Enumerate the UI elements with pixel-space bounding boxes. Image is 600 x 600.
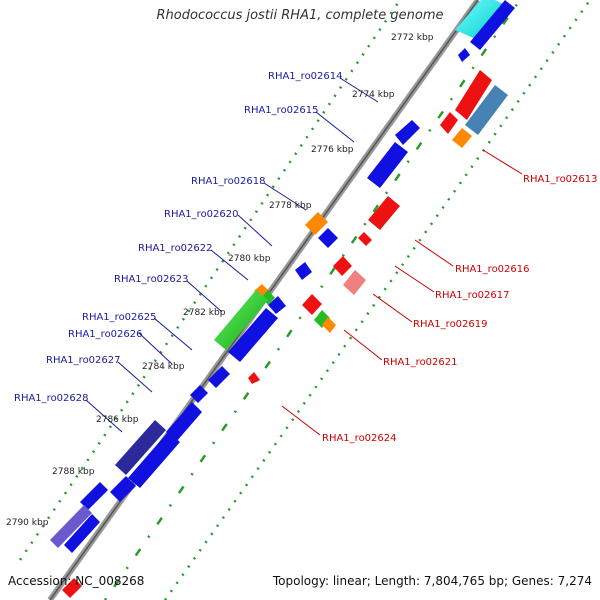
gene-blue-12 bbox=[128, 432, 180, 488]
gene-label-ro02613[interactable]: RHA1_ro02613 bbox=[523, 174, 598, 185]
leader-ro02621 bbox=[343, 329, 383, 361]
leader-ro02616 bbox=[414, 239, 454, 267]
bottom-strand-genes bbox=[62, 70, 508, 598]
ruler-label: 2774 kbp bbox=[352, 90, 395, 100]
leader-ro02617 bbox=[394, 265, 435, 293]
gene-blue-10 bbox=[190, 385, 208, 403]
gene-blue-8 bbox=[228, 308, 278, 362]
gene-steelblue bbox=[465, 85, 508, 135]
gene-green-large bbox=[214, 290, 268, 350]
leader-ro02620 bbox=[237, 214, 273, 247]
gene-blue-6 bbox=[295, 262, 312, 280]
gene-blue-7 bbox=[268, 296, 286, 314]
top-gene-labels: RHA1_ro02614 RHA1_ro02615 RHA1_ro02618 R… bbox=[14, 71, 343, 404]
gene-label-ro02617[interactable]: RHA1_ro02617 bbox=[435, 290, 510, 301]
gene-red-8 bbox=[62, 578, 82, 598]
gene-red-4 bbox=[358, 232, 372, 246]
label-leader-lines bbox=[85, 77, 523, 436]
ruler-label: 2780 kbp bbox=[228, 254, 271, 264]
leader-ro02628 bbox=[85, 399, 123, 433]
ruler-label: 2790 kbp bbox=[6, 518, 49, 528]
gene-blue-3 bbox=[395, 120, 420, 145]
leader-ro02623 bbox=[186, 280, 223, 313]
gene-green-2 bbox=[314, 310, 330, 328]
gene-label-ro02625[interactable]: RHA1_ro02625 bbox=[82, 312, 157, 323]
gene-navy bbox=[115, 420, 166, 475]
gene-blue-4 bbox=[367, 142, 408, 188]
gene-label-ro02627[interactable]: RHA1_ro02627 bbox=[46, 355, 121, 366]
gene-blue-11 bbox=[166, 402, 202, 442]
ruler-label: 2786 kbp bbox=[96, 415, 139, 425]
gene-label-ro02626[interactable]: RHA1_ro02626 bbox=[68, 329, 143, 340]
leader-ro02625 bbox=[153, 317, 193, 351]
gene-blue-13 bbox=[110, 476, 136, 502]
top-strand-genes bbox=[50, 0, 515, 553]
leader-ro02613 bbox=[482, 149, 523, 175]
gene-blue-5 bbox=[318, 228, 338, 248]
summary-text: Topology: linear; Length: 7,804,765 bp; … bbox=[272, 574, 592, 588]
gene-label-ro02616[interactable]: RHA1_ro02616 bbox=[455, 264, 530, 275]
gene-orange-4 bbox=[322, 317, 336, 333]
ruler-label: 2776 kbp bbox=[311, 145, 354, 155]
gene-label-ro02620[interactable]: RHA1_ro02620 bbox=[164, 209, 239, 220]
ruler-labels: 2772 kbp 2774 kbp 2776 kbp 2778 kbp 2780… bbox=[6, 33, 434, 528]
gene-label-ro02622[interactable]: RHA1_ro02622 bbox=[138, 243, 213, 254]
gene-label-ro02615[interactable]: RHA1_ro02615 bbox=[244, 105, 319, 116]
leader-ro02615 bbox=[315, 111, 355, 143]
gene-red-3 bbox=[368, 196, 400, 230]
leader-ro02622 bbox=[210, 249, 249, 281]
leader-ro02614 bbox=[339, 77, 379, 103]
gene-red-1 bbox=[455, 70, 492, 120]
leader-ro02619 bbox=[372, 293, 413, 323]
gene-blue-9 bbox=[208, 366, 230, 388]
gene-red-7 bbox=[248, 372, 260, 384]
accession-text: Accession: NC_008268 bbox=[8, 574, 145, 588]
ruler-label: 2784 kbp bbox=[142, 362, 185, 372]
leader-ro02627 bbox=[117, 361, 153, 393]
gene-label-ro02614[interactable]: RHA1_ro02614 bbox=[268, 71, 343, 82]
bottom-gene-labels: RHA1_ro02613 RHA1_ro02616 RHA1_ro02617 R… bbox=[322, 174, 598, 444]
gene-pink bbox=[343, 270, 366, 295]
gene-blue-2 bbox=[458, 48, 470, 62]
ruler-label: 2788 kbp bbox=[52, 467, 95, 477]
leader-ro02624 bbox=[281, 405, 321, 436]
ruler-label: 2782 kbp bbox=[183, 308, 226, 318]
ruler-label: 2772 kbp bbox=[391, 33, 434, 43]
map-title: Rhodococcus jostii RHA1, complete genome bbox=[156, 8, 444, 23]
gene-cyan bbox=[455, 0, 505, 40]
gene-purple bbox=[50, 505, 92, 548]
gene-blue-15 bbox=[64, 514, 100, 553]
gene-label-ro02619[interactable]: RHA1_ro02619 bbox=[413, 319, 488, 330]
gene-label-ro02618[interactable]: RHA1_ro02618 bbox=[191, 176, 266, 187]
gene-label-ro02623[interactable]: RHA1_ro02623 bbox=[114, 274, 189, 285]
gene-orange-1 bbox=[305, 212, 328, 235]
leader-ro02626 bbox=[138, 332, 173, 365]
gene-label-ro02628[interactable]: RHA1_ro02628 bbox=[14, 393, 89, 404]
gene-orange-3 bbox=[452, 128, 472, 148]
gene-blue-14 bbox=[80, 482, 108, 510]
gene-label-ro02624[interactable]: RHA1_ro02624 bbox=[322, 433, 397, 444]
gene-label-ro02621[interactable]: RHA1_ro02621 bbox=[383, 357, 458, 368]
gene-red-6 bbox=[302, 294, 322, 315]
ruler-label: 2778 kbp bbox=[269, 201, 312, 211]
gene-red-2 bbox=[440, 112, 458, 134]
leader-ro02618 bbox=[263, 182, 307, 211]
gene-blue-1 bbox=[470, 0, 515, 50]
gene-red-5 bbox=[333, 256, 352, 276]
